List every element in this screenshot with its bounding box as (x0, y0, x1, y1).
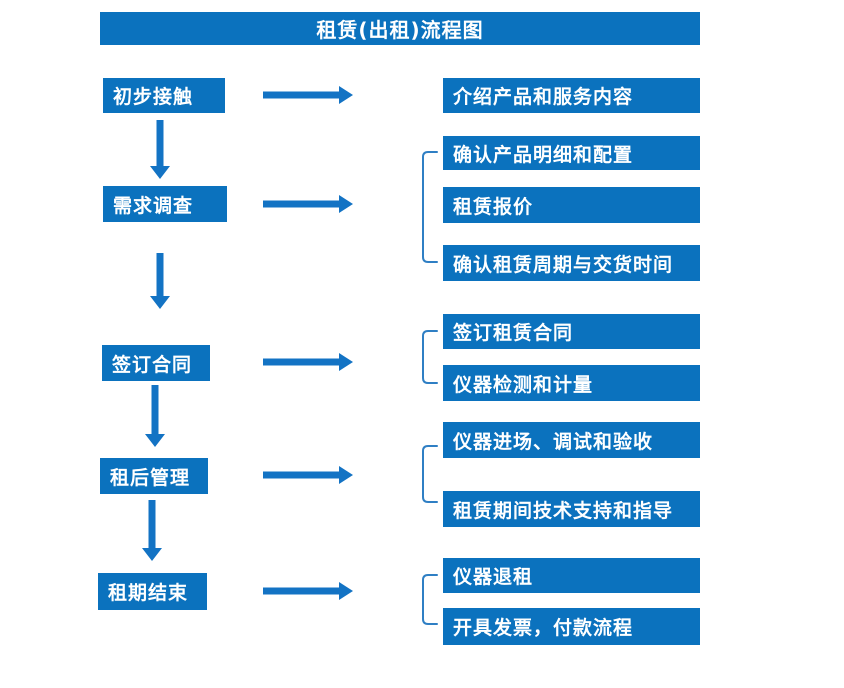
detail-box-instrument-inspection: 仪器检测和计量 (443, 365, 700, 401)
flow-arrow-right-icon (263, 353, 353, 371)
flow-arrow-right-icon (263, 195, 353, 213)
detail-box-instrument-setup: 仪器进场、调试和验收 (443, 422, 700, 458)
flowchart-title: 租赁(出租)流程图 (100, 12, 700, 45)
flow-arrow-down-icon (145, 385, 165, 447)
group-bracket (422, 151, 438, 263)
detail-box-instrument-return: 仪器退租 (443, 558, 700, 593)
flow-arrow-right-icon (263, 582, 353, 600)
flow-arrow-down-icon (150, 253, 170, 309)
flow-arrow-down-icon (142, 500, 162, 561)
flow-arrow-down-icon (150, 120, 170, 179)
step-box-post-rental-management: 租后管理 (100, 458, 208, 494)
flow-arrow-right-icon (263, 466, 353, 484)
group-bracket (422, 445, 438, 503)
group-bracket (422, 574, 438, 625)
step-box-initial-contact: 初步接触 (103, 78, 225, 113)
step-box-demand-survey: 需求调查 (103, 186, 227, 222)
detail-box-invoice-payment: 开具发票，付款流程 (443, 608, 700, 645)
flow-arrow-right-icon (263, 86, 353, 104)
step-box-sign-contract: 签订合同 (102, 345, 210, 381)
detail-box-sign-rental-contract: 签订租赁合同 (443, 314, 700, 349)
group-bracket (422, 330, 438, 384)
step-box-rental-end: 租期结束 (98, 573, 207, 610)
detail-box-introduce-products: 介绍产品和服务内容 (443, 78, 700, 113)
detail-box-confirm-product-details: 确认产品明细和配置 (443, 136, 700, 170)
detail-box-technical-support: 租赁期间技术支持和指导 (443, 491, 700, 527)
detail-box-confirm-rental-period: 确认租赁周期与交货时间 (443, 245, 700, 281)
detail-box-rental-quote: 租赁报价 (443, 187, 700, 223)
